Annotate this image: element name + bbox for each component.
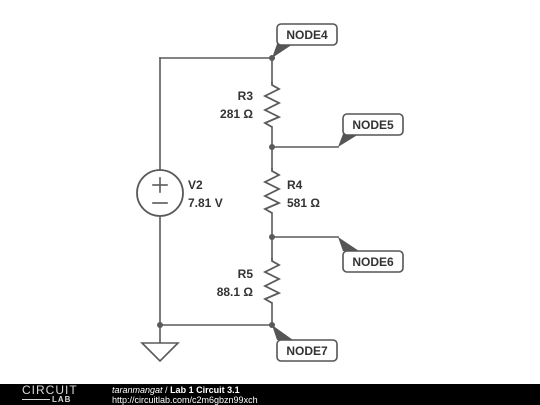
r4-name-label: R4 [287,178,303,192]
node-tag-node4: NODE4 [272,23,338,58]
circuit-schematic: R3 281 Ω R4 581 Ω R5 88.1 Ω V2 7.81 V NO… [136,23,404,363]
resistor-r3-symbol [262,82,282,128]
wire-top [159,57,273,83]
r3-name-label: R3 [238,89,254,103]
logo-text-bottom: LAB [52,395,72,404]
resistor-r5-symbol [262,258,282,304]
footer-info: taranmangat / Lab 1 Circuit 3.1 http://c… [112,385,258,405]
footer-bar: CIRCUIT LAB taranmangat / Lab 1 Circuit … [0,384,540,405]
circuitlab-logo: CIRCUIT LAB [22,384,102,405]
logo-line [22,399,50,400]
node6-label: NODE6 [352,255,394,269]
circuit-url[interactable]: http://circuitlab.com/c2m6gbzn99xch [112,395,258,405]
author-link[interactable]: taranmangat [112,385,163,395]
r4-value-label: 581 Ω [287,196,320,210]
node-tag-node5: NODE5 [338,113,404,147]
node-tag-node6: NODE6 [338,237,404,273]
title-separator: / [162,385,171,395]
node4-label: NODE4 [286,28,328,42]
ground-icon [140,342,180,363]
r3-value-label: 281 Ω [220,107,253,121]
node5-label: NODE5 [352,118,394,132]
logo-text-top: CIRCUIT [22,383,78,397]
resistor-r4-symbol [262,168,282,214]
junction-dot [157,322,163,328]
junction-dot [269,234,275,240]
source-value-label: 7.81 V [188,196,223,210]
source-name-label: V2 [188,178,203,192]
r5-value-label: 88.1 Ω [217,285,254,299]
node7-label: NODE7 [286,344,328,358]
voltage-source-symbol [136,169,184,217]
footer-title-line: taranmangat / Lab 1 Circuit 3.1 [112,385,258,395]
r5-name-label: R5 [238,267,254,281]
circuit-title: Lab 1 Circuit 3.1 [170,385,240,395]
node-tag-node7: NODE7 [272,325,338,362]
junction-dot [269,144,275,150]
